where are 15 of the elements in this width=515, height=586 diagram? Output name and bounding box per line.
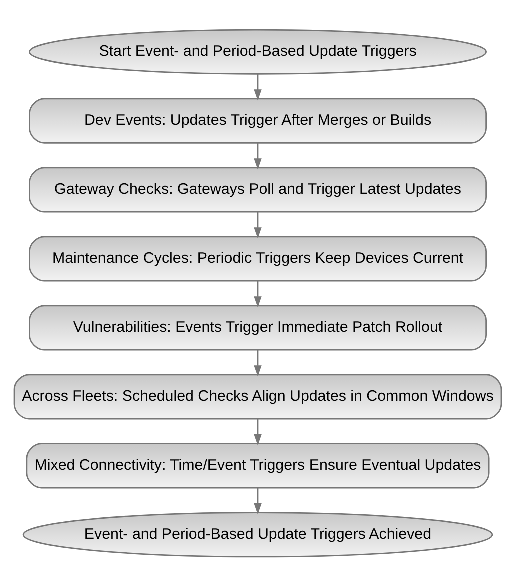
arrow xyxy=(254,212,262,238)
arrow xyxy=(254,350,262,376)
node-box: Vulnerabilities: Events Trigger Immediate Patch Rollout xyxy=(28,304,486,350)
arrow xyxy=(254,418,262,446)
node-ellipse: Start Event- and Period-Based Update Triggers xyxy=(28,28,486,74)
node-box: Dev Events: Updates Trigger After Merges or Builds xyxy=(28,98,486,144)
arrow xyxy=(254,488,262,514)
arrow xyxy=(254,280,262,308)
arrow xyxy=(254,142,262,170)
node-ellipse: Event- and Period-Based Update Triggers Achieved xyxy=(22,512,493,558)
node-box: Across Fleets: Scheduled Checks Align Updates in Common Windows xyxy=(13,374,502,420)
arrow xyxy=(254,74,262,100)
node-box: Gateway Checks: Gateways Poll and Trigger Latest Updates xyxy=(28,166,486,212)
node-box: Mixed Connectivity: Time/Event Triggers Ensure Eventual Updates xyxy=(26,442,490,488)
node-box: Maintenance Cycles: Periodic Triggers Keep Devices Current xyxy=(28,236,486,282)
